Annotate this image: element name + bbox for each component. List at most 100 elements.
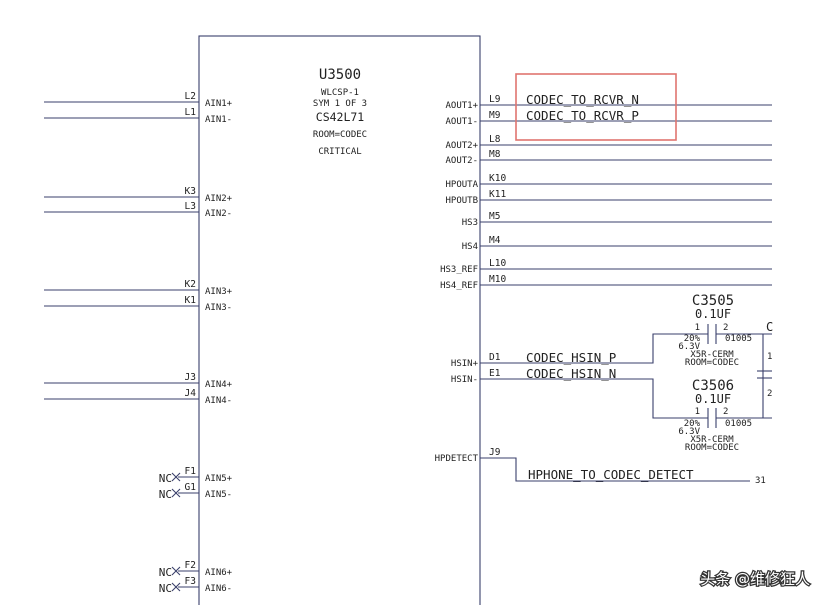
pin-label: AOUT1-	[445, 117, 478, 127]
pin-label: AIN3+	[205, 287, 233, 297]
right-pin-e1: HSIN- E1 CODEC_HSIN_N	[451, 366, 616, 385]
net-label: CODEC_TO_RCVR_P	[526, 108, 639, 123]
cap-tolerance: 20%	[684, 334, 701, 344]
ic-part-number: CS42L71	[316, 110, 365, 124]
cap-pin1: 1	[695, 407, 700, 417]
cap-value: 0.1UF	[695, 392, 731, 406]
net-label: CODEC_HSIN_P	[526, 350, 616, 365]
pin-number: M5	[489, 211, 500, 222]
pin-number: K2	[185, 279, 196, 290]
pin-number: J9	[489, 447, 501, 458]
pin-number: L10	[489, 258, 506, 269]
pin-number: D1	[489, 352, 501, 363]
pin-label: HSIN-	[451, 375, 478, 385]
pin-number: M8	[489, 149, 501, 160]
pin-number: F1	[185, 466, 197, 477]
pin-number: K1	[185, 295, 197, 306]
pin-label: AIN1-	[205, 115, 232, 125]
cap-dielectric: X5R-CERM	[690, 350, 734, 360]
pin-number: K3	[185, 186, 196, 197]
right-pin-m5: HS3 M5	[462, 211, 772, 228]
pin-number: M9	[489, 110, 501, 121]
pin-label: HS3_REF	[440, 265, 478, 275]
pin-number: L8	[489, 134, 501, 145]
ic-symbol: SYM 1 OF 3	[313, 99, 367, 109]
no-connect-cross-icon	[171, 566, 181, 576]
watermark: 头条 @维修狂人	[700, 570, 810, 588]
right-pin-l8: AOUT2+L8	[445, 134, 772, 151]
pin-label: HPDETECT	[435, 454, 479, 464]
hsin-n-trace	[480, 378, 708, 419]
pin-number: K11	[489, 189, 506, 200]
capacitor-c3506: C3506 0.1UF 1 2 20% 01005 6.3V X5R-CERM …	[678, 378, 752, 453]
pin-number: J3	[185, 372, 196, 383]
cap-pin2: 2	[723, 407, 728, 417]
pin-number: J4	[185, 388, 197, 399]
pin-label: AIN4+	[205, 380, 233, 390]
nc-marker: NC	[159, 472, 172, 485]
pin-label: AIN6+	[205, 568, 233, 578]
hsin-p-trace	[480, 333, 708, 364]
cap-room: ROOM=CODEC	[685, 358, 739, 368]
right-pin-m10: HS4_REF M10	[440, 274, 772, 291]
pin-label: AIN5-	[205, 490, 232, 500]
cap-ref: C3506	[692, 378, 734, 394]
hpdetect-trace	[480, 457, 750, 482]
edge-component-pin2: 2	[767, 389, 772, 399]
hpdetect-sheet-ref: 31	[755, 476, 766, 486]
pin-number: L2	[185, 91, 196, 102]
cap-tolerance: 20%	[684, 419, 701, 429]
pin-label: AIN4-	[205, 396, 232, 406]
pin-number: G1	[185, 482, 197, 493]
net-label: CODEC_HSIN_N	[526, 366, 616, 381]
ic-package: WLCSP-1	[321, 88, 359, 98]
capacitor-c3505: C3505 0.1UF 1 2 20% 01005 6.3V X5R-CERM …	[678, 293, 752, 368]
pin-label: HS4_REF	[440, 281, 478, 291]
cap-voltage: 6.3V	[678, 342, 700, 352]
pin-number: L1	[185, 107, 197, 118]
pin-number: M10	[489, 274, 506, 285]
no-connect-cross-icon	[171, 472, 181, 482]
ic-critical: CRITICAL	[318, 147, 361, 157]
right-pin-m9: AOUT1- M9 CODEC_TO_RCVR_P	[445, 108, 772, 127]
left-pin-group: L2AIN1+L1AIN1-K3AIN2+L3AIN2-K2AIN3+K1AIN…	[44, 91, 233, 595]
right-pin-m8: AOUT2- M8	[445, 149, 772, 166]
pin-number: F2	[185, 560, 196, 571]
pin-label: AIN2-	[205, 209, 232, 219]
nc-marker: NC	[159, 488, 172, 501]
pin-label: AOUT2-	[445, 156, 478, 166]
pin-label: HS3	[462, 218, 478, 228]
pin-label: AIN2+	[205, 194, 233, 204]
cap-size: 01005	[725, 419, 752, 429]
pin-label: AIN6-	[205, 584, 232, 594]
cap-room: ROOM=CODEC	[685, 443, 739, 453]
cap-pin2: 2	[723, 323, 728, 333]
pin-label: AIN3-	[205, 303, 232, 313]
pin-number: E1	[489, 368, 501, 379]
pin-label: HS4	[462, 242, 478, 252]
ic-ref: U3500	[319, 67, 361, 83]
pin-label: AIN1+	[205, 99, 233, 109]
no-connect-cross-icon	[171, 582, 181, 592]
pin-number: K10	[489, 173, 506, 184]
pin-number: L3	[185, 201, 196, 212]
